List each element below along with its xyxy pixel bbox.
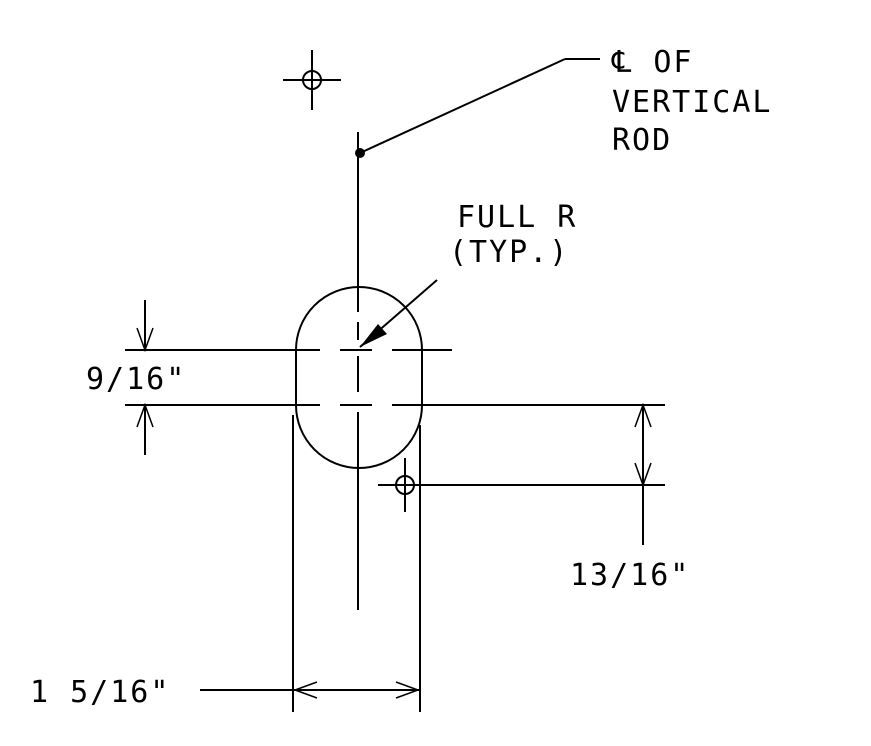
offset-center-mark-icon [378,458,420,512]
radius-label-line2: (TYP.) [449,235,569,270]
offset-label: 13/16" [570,558,690,593]
top-center-mark-icon [283,50,341,110]
centerline-label-line2: VERTICAL [612,85,773,120]
offset-dimension [634,402,652,545]
slot-width-label: 1 5/16" [30,675,170,710]
centerline-label-line3: ROD [612,123,672,158]
centerline-leader [355,58,600,158]
slot-height-label: 9/16" [86,362,186,397]
radius-leader [359,279,438,348]
centerline-label-line1: ℄ OF [611,45,693,80]
radius-label-line1: FULL R [457,200,577,235]
slot-width-dimension [200,415,421,712]
slot-height-dimension [136,300,154,455]
